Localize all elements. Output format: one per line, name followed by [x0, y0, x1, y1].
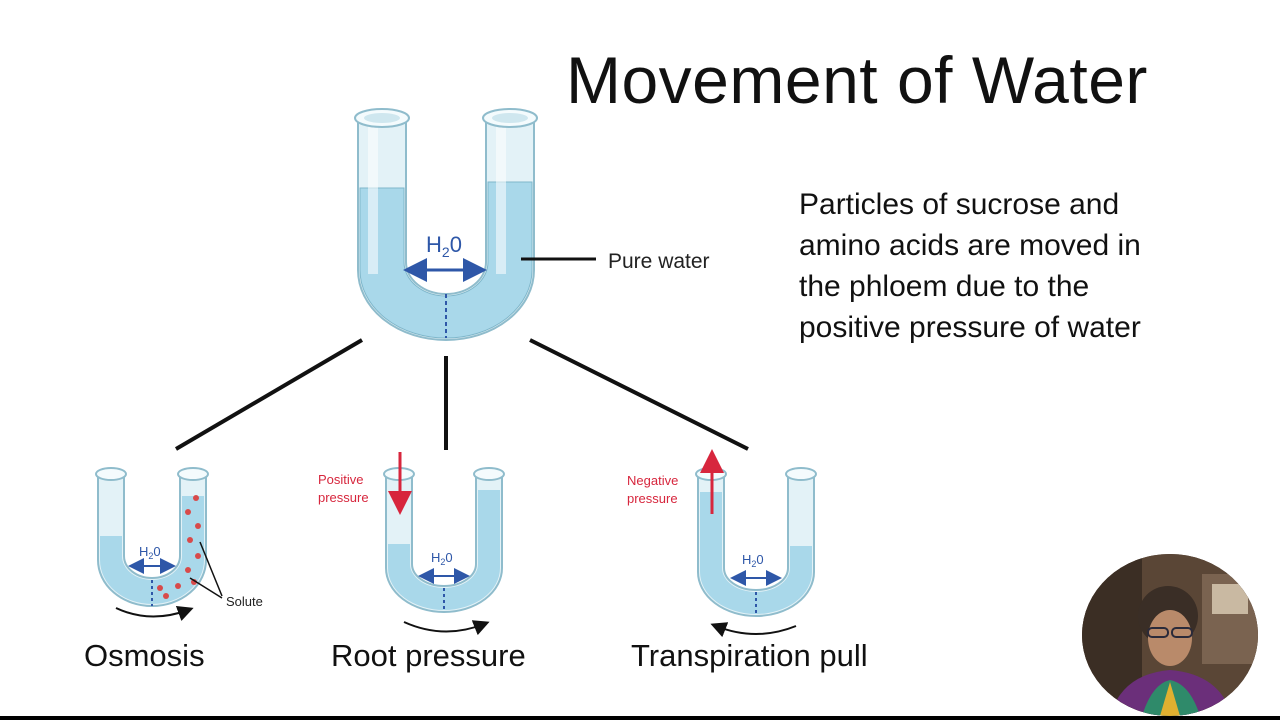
root-pressure-tube-rim-right	[473, 467, 505, 481]
body-line-3: the phloem due to the	[799, 270, 1090, 303]
main-tube-water	[359, 181, 533, 339]
osmosis-u-tube: H20 Solute	[95, 467, 263, 621]
root-pressure-h2o-label: H20	[431, 550, 453, 567]
transpiration-flow-arrow	[710, 622, 797, 638]
root-pressure-u-tube: H20 Positive pressure	[318, 452, 505, 636]
body-line-4: positive pressure of water	[799, 311, 1141, 344]
connector-line-osmosis	[174, 338, 364, 451]
solute-particle	[185, 567, 191, 573]
solute-particle	[157, 585, 163, 591]
osmosis-tube-rim-right	[177, 467, 209, 481]
solute-particle	[193, 495, 199, 501]
transpiration-u-tube: H20 Negative pressure	[627, 449, 817, 638]
solute-callout-line-1	[199, 541, 223, 597]
osmosis-tube-water	[100, 496, 204, 604]
caption-root-pressure: Root pressure	[331, 638, 526, 673]
transpiration-tube-rim-right	[785, 467, 817, 481]
body-line-1: Particles of sucrose and	[799, 188, 1120, 221]
body-line-2: amino acids are moved in	[799, 229, 1141, 262]
positive-pressure-label: Positive pressure	[318, 472, 369, 505]
connector-line-transpiration	[529, 338, 749, 451]
slide-body-text: Particles of sucrose and amino acids are…	[799, 184, 1239, 348]
solute-label: Solute	[226, 594, 263, 609]
slide-title: Movement of Water	[566, 43, 1148, 117]
caption-osmosis: Osmosis	[84, 638, 205, 673]
presenter-webcam-image	[1082, 554, 1258, 716]
solute-particle	[187, 537, 193, 543]
video-bottom-bar	[0, 716, 1280, 720]
negative-pressure-label: Negative pressure	[627, 473, 682, 506]
solute-particle	[185, 509, 191, 515]
pure-water-label: Pure water	[608, 250, 710, 273]
main-tube-rim-right-inner	[492, 113, 528, 123]
solute-particle	[163, 593, 169, 599]
solute-particle	[195, 523, 201, 529]
transpiration-h2o-label: H20	[742, 552, 764, 569]
solute-particle	[191, 579, 197, 585]
transpiration-tube-glass	[697, 473, 815, 617]
osmosis-tube-rim-left	[95, 467, 127, 481]
osmosis-h2o-label: H20	[139, 544, 161, 561]
solute-particle	[195, 553, 201, 559]
main-tube-highlight-right	[496, 124, 506, 274]
solute-particle	[175, 583, 181, 589]
main-tube-rim-left-inner	[364, 113, 400, 123]
main-tube-h2o-label: H20	[426, 232, 462, 260]
transpiration-tube-water	[700, 492, 812, 614]
root-pressure-tube-water	[388, 490, 500, 610]
osmosis-flow-arrow	[115, 605, 194, 621]
caption-transpiration-pull: Transpiration pull	[631, 638, 868, 673]
main-u-tube: H20 Pure water	[354, 108, 710, 341]
root-pressure-flow-arrow	[403, 620, 490, 636]
main-tube-highlight-left	[368, 124, 378, 274]
presenter-webcam	[1082, 554, 1258, 716]
solute-callout-line-2	[189, 577, 223, 599]
